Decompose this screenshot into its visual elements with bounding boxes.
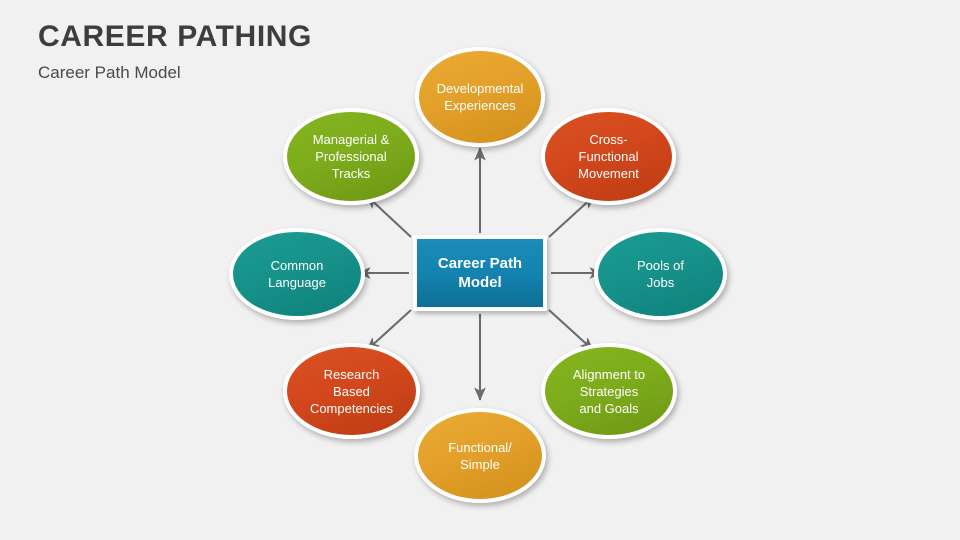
node-label: Research Based Competencies — [309, 366, 394, 416]
node-pools-of-jobs[interactable]: Pools of Jobs — [594, 228, 727, 320]
node-label: Alignment to Strategies and Goals — [572, 366, 646, 416]
node-research-based-competencies[interactable]: Research Based Competencies — [283, 343, 420, 439]
node-cross-functional-movement[interactable]: Cross- Functional Movement — [541, 108, 676, 205]
connector-to-research-based-competencies — [366, 309, 412, 351]
node-developmental-experiences[interactable]: Developmental Experiences — [415, 47, 545, 147]
node-alignment-to-strategies-and-goals[interactable]: Alignment to Strategies and Goals — [541, 343, 677, 439]
node-label: Functional/ Simple — [448, 439, 512, 472]
connector-to-alignment-to-strategies-and-goals — [548, 309, 594, 351]
node-common-language[interactable]: Common Language — [229, 228, 365, 320]
page-subtitle: Career Path Model — [38, 63, 181, 82]
center-node-label: Career Path Model — [437, 255, 523, 291]
node-label: Developmental Experiences — [436, 81, 524, 113]
node-managerial-professional-tracks[interactable]: Managerial & Professional Tracks — [283, 108, 419, 205]
node-functional-simple[interactable]: Functional/ Simple — [414, 408, 546, 503]
node-label: Pools of Jobs — [637, 258, 684, 290]
node-label: Managerial & Professional Tracks — [312, 132, 390, 181]
node-label: Cross- Functional Movement — [578, 132, 639, 181]
page-title: CAREER PATHING — [38, 20, 312, 53]
node-career-path-model-center[interactable]: Career Path Model — [413, 235, 547, 311]
title-block: CAREER PATHING Career Path Model — [38, 18, 312, 85]
node-label: Common Language — [268, 258, 326, 290]
